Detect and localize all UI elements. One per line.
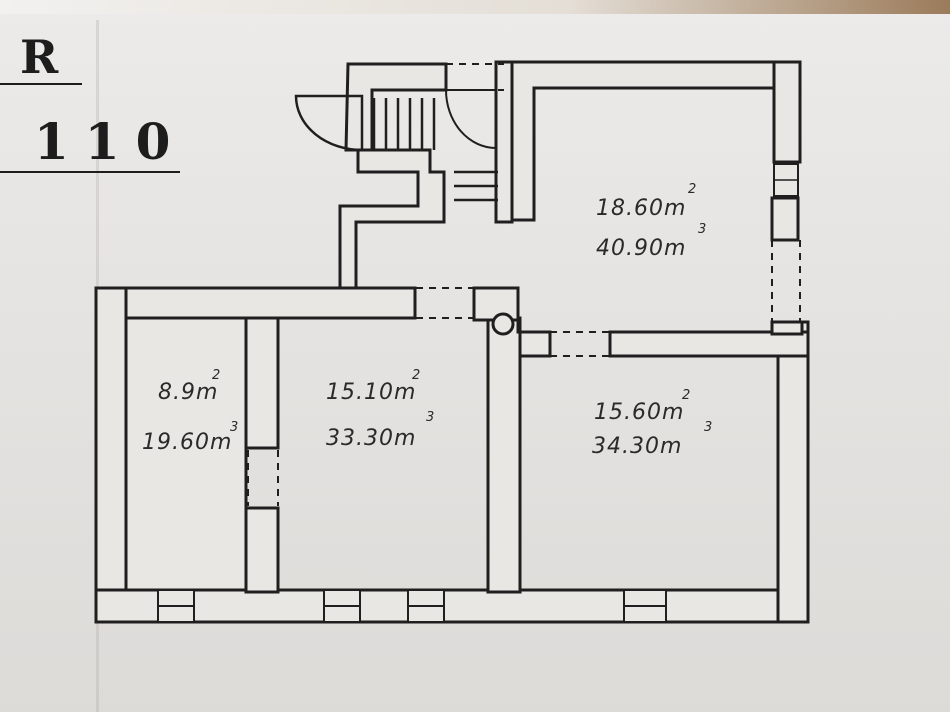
room-top-right-area: 18.60m [596,196,687,221]
room-middle-volume-exp: 3 [426,410,435,425]
wall-partition-2 [486,316,522,594]
openings [247,63,801,506]
room-top-right-volume-exp: 3 [698,222,707,237]
room-right-volume-exp: 3 [704,420,713,435]
plan-number: 110 [34,112,187,171]
stairs [372,98,498,202]
wall-partition-1b [244,506,280,594]
wall-right-room-top [608,330,810,358]
door-swing-left [294,94,364,152]
room-small-volume-exp: 3 [230,420,239,435]
wall-upper-right-pier [770,196,800,242]
wall-upper-right-low [770,320,804,336]
door-swing-top [444,89,497,150]
room-small-area-exp: 2 [212,368,221,383]
wall-stair-right [494,60,514,224]
room-middle-volume: 33.30m [326,426,417,451]
chimney-flue [491,312,515,336]
room-right-area: 15.60m [594,400,685,425]
wall-upper-right [772,60,802,164]
room-middle-area-exp: 2 [412,368,421,383]
wall-right [776,320,810,624]
wall-stair-lower [338,148,446,290]
room-small-volume: 19.60m [142,430,233,455]
wall-partition-1 [244,316,280,450]
chimney-block [472,286,552,358]
paper-top-edge [0,0,950,14]
wall-bottom [94,588,810,624]
wall-left [94,286,128,622]
room-small-area: 8.9m [158,380,219,405]
room-right-volume: 34.30m [592,434,683,459]
room-top-right-volume: 40.90m [596,236,687,261]
plan-letter: R [20,30,59,84]
room-middle-area: 15.10m [326,380,417,405]
bottom-windows [157,589,667,623]
room-right-area-exp: 2 [682,388,691,403]
room-top-right-area-exp: 2 [688,182,697,197]
